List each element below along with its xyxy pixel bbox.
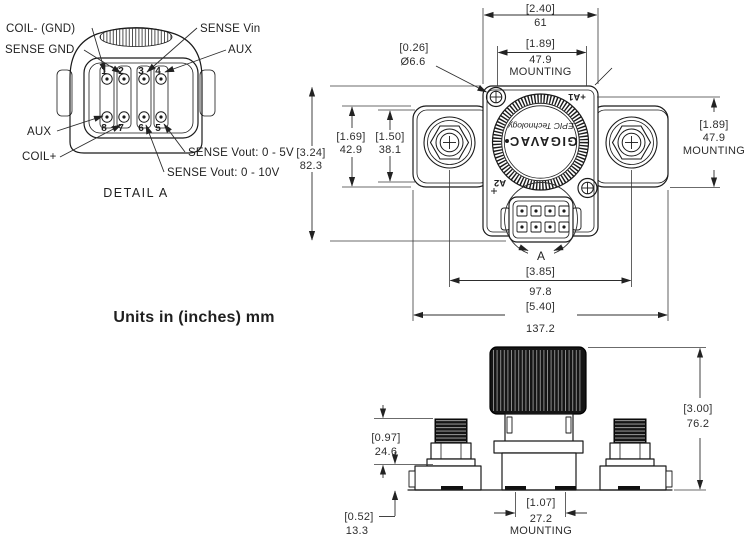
dim-body-width-in: [2.40]	[526, 3, 555, 15]
dim-mounting-slot-mm: 27.2	[530, 513, 553, 525]
side-knurled-cap	[489, 346, 587, 415]
logo-text: GIGAVAC	[508, 134, 577, 149]
dim-stud-span-in: [3.85]	[526, 266, 555, 278]
mounting-slot-left	[505, 486, 526, 490]
dim-flange-outer-in: [1.69]	[336, 131, 365, 143]
pin-number: 7	[118, 123, 124, 134]
power-stud-right	[605, 116, 658, 169]
cap-logo: GIGAVAC EPIC Technology	[505, 121, 578, 149]
dim-overall-width-in: [5.40]	[526, 301, 555, 313]
dim-flange-inner-mm: 38.1	[379, 144, 402, 156]
terminal-a1-label: +A1	[567, 91, 585, 102]
dim-mounting-slot-in: [1.07]	[526, 497, 555, 509]
label-aux-top: AUX	[228, 44, 252, 56]
dim-mounting-v-in: [1.89]	[699, 119, 728, 131]
units-note: Units in (inches) mm	[113, 309, 274, 326]
dim-mounting-v-note: MOUNTING	[683, 145, 745, 157]
front-dimension-lines	[308, 11, 718, 319]
knurl-ring	[492, 94, 589, 190]
side-view: [3.00] 76.2 [0.97] 24.6 [0.52] 13.3 [1.0…	[344, 346, 712, 537]
side-dimension-lines	[379, 347, 704, 517]
label-sense-gnd: SENSE GND	[5, 44, 75, 56]
front-dimension-texts: [2.40] 61 [1.89] 47.9 MOUNTING [0.26] Ø6…	[296, 3, 745, 335]
pin-number: 1	[101, 66, 107, 77]
mounting-hole-bottom-right	[577, 177, 598, 199]
dim-overall-height-in: [3.24]	[296, 147, 325, 159]
label-coil-pos: COIL+	[22, 151, 57, 163]
terminal-a2-marking: A2	[494, 177, 506, 188]
logo-reg-dot	[505, 139, 509, 143]
pin-number: 4	[155, 66, 161, 77]
side-stud-left	[408, 418, 482, 491]
dim-mounting-h-mm: 47.9	[529, 54, 552, 66]
connector-pins	[101, 73, 167, 123]
front-extension-lines	[330, 8, 720, 321]
knurled-cap: GIGAVAC EPIC Technology	[491, 93, 590, 191]
dim-overall-width-mm: 137.2	[526, 323, 555, 335]
dim-stud-span-mm: 97.8	[529, 286, 552, 298]
detail-a-caption: DETAIL A	[103, 186, 169, 200]
pin-number: 6	[138, 123, 144, 134]
dim-flange-inner-in: [1.50]	[375, 131, 404, 143]
detail-a-view: 1 2 3 4 8 7 6 5 COIL- (GND) SENSE GND SE…	[5, 23, 294, 200]
dim-side-height-in: [3.00]	[683, 403, 712, 415]
label-vout-5v: SENSE Vout: 0 - 5V	[188, 147, 294, 159]
dim-mounting-h-note: MOUNTING	[509, 66, 571, 78]
terminal-a1-marking: +A1	[567, 91, 585, 102]
side-body	[493, 413, 584, 491]
mounting-slot-right	[555, 486, 576, 490]
pin-number: 3	[138, 66, 144, 77]
dim-body-width-mm: 61	[534, 17, 547, 29]
connector-front	[500, 196, 582, 243]
label-coil-neg: COIL- (GND)	[6, 23, 75, 35]
dim-mounting-v-mm: 47.9	[703, 132, 726, 144]
detail-a-callout: A	[504, 182, 578, 263]
terminal-a2-symbol	[491, 188, 497, 194]
housing-tab-right	[199, 69, 216, 117]
pin-leaders	[56, 27, 227, 173]
dim-mounting-h-in: [1.89]	[526, 38, 555, 50]
label-sense-vin: SENSE Vin	[200, 23, 260, 35]
housing-tab-left	[56, 69, 73, 117]
dim-stud-height-mm: 24.6	[375, 446, 398, 458]
dim-hole-dia-mm: Ø6.6	[400, 56, 425, 68]
pin-number: 5	[155, 123, 161, 134]
dim-mounting-slot-note: MOUNTING	[510, 525, 572, 537]
corner-chamfer-mark	[594, 67, 613, 86]
connector-housing	[56, 27, 216, 154]
side-stud-right	[599, 418, 673, 491]
dim-flange-outer-mm: 42.9	[340, 144, 363, 156]
dim-stud-height-in: [0.97]	[371, 432, 400, 444]
power-stud-left	[423, 116, 476, 169]
dim-overall-height-mm: 82.3	[300, 160, 323, 172]
label-aux-bottom: AUX	[27, 126, 51, 138]
side-dimension-texts: [3.00] 76.2 [0.97] 24.6 [0.52] 13.3 [1.0…	[344, 403, 712, 537]
label-vout-10v: SENSE Vout: 0 - 10V	[167, 167, 280, 179]
dim-base-height-in: [0.52]	[344, 511, 373, 523]
terminal-a2-label: A2	[494, 177, 506, 188]
detail-marker-label: A	[537, 249, 545, 263]
mounting-hole-top-left	[485, 86, 507, 108]
pin-number: 8	[101, 123, 107, 134]
front-view: GIGAVAC EPIC Technology +A1 A2	[296, 3, 745, 335]
side-extension-lines	[374, 347, 706, 517]
logo-sub-text: EPIC Technology	[508, 121, 574, 131]
dim-side-height-mm: 76.2	[687, 418, 710, 430]
dim-base-height-mm: 13.3	[346, 525, 369, 537]
dim-hole-dia-in: [0.26]	[399, 42, 428, 54]
